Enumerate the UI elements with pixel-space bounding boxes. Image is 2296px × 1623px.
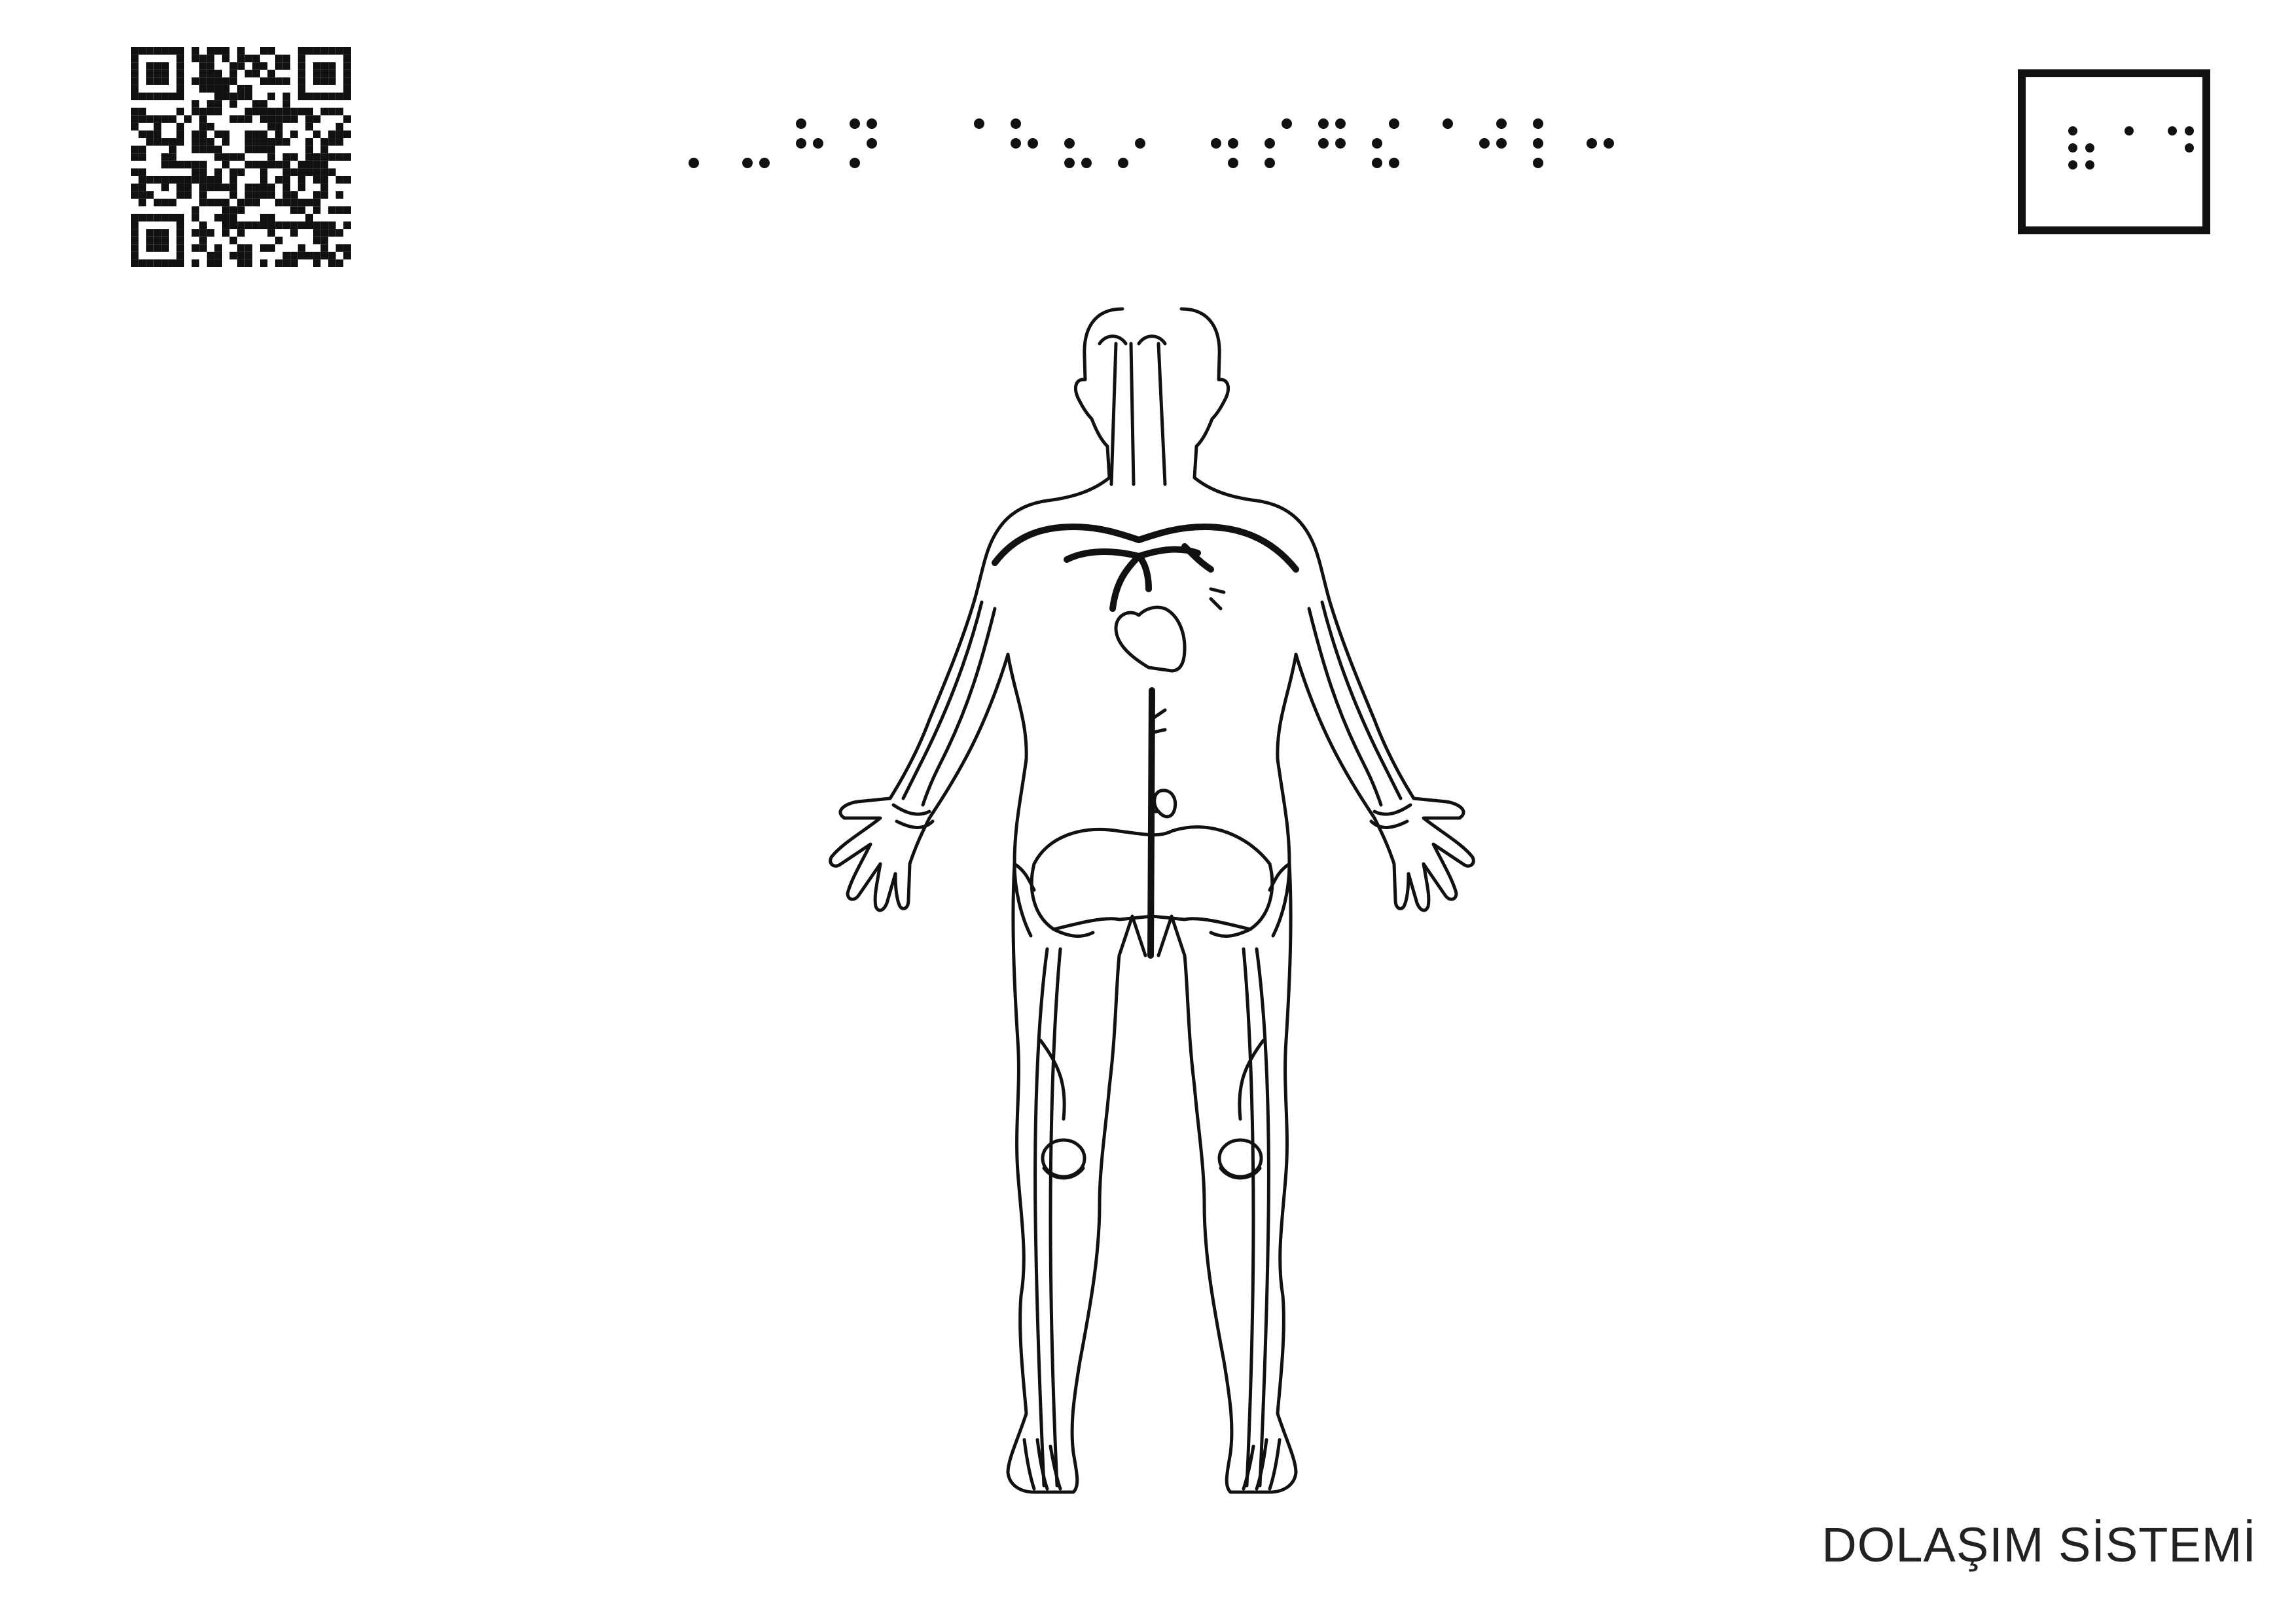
right-leg-outline	[1157, 862, 1298, 1494]
left-leg-outline	[1006, 862, 1147, 1494]
human-circulatory-system-illustration	[829, 307, 1475, 1494]
left-arm-outline	[829, 600, 1010, 912]
torso-right-outline	[1271, 652, 1298, 938]
heart-outline	[1114, 605, 1187, 673]
aorta-path	[1147, 687, 1155, 959]
torso-left-outline	[1006, 652, 1033, 938]
pelvis-outline	[1030, 825, 1274, 931]
braille-title-icon	[689, 118, 1614, 168]
qr-code-icon	[131, 47, 351, 267]
right-arm-outline	[1294, 600, 1475, 912]
body-right-outline	[1179, 307, 1332, 604]
braille-page-code-icon	[2068, 126, 2194, 169]
page-title: DOLAŞIM SİSTEMİ	[1821, 1518, 2257, 1572]
aortic-arch-path	[992, 524, 1299, 573]
braille-page-code-box	[2018, 69, 2210, 234]
head-outline	[972, 307, 1124, 604]
